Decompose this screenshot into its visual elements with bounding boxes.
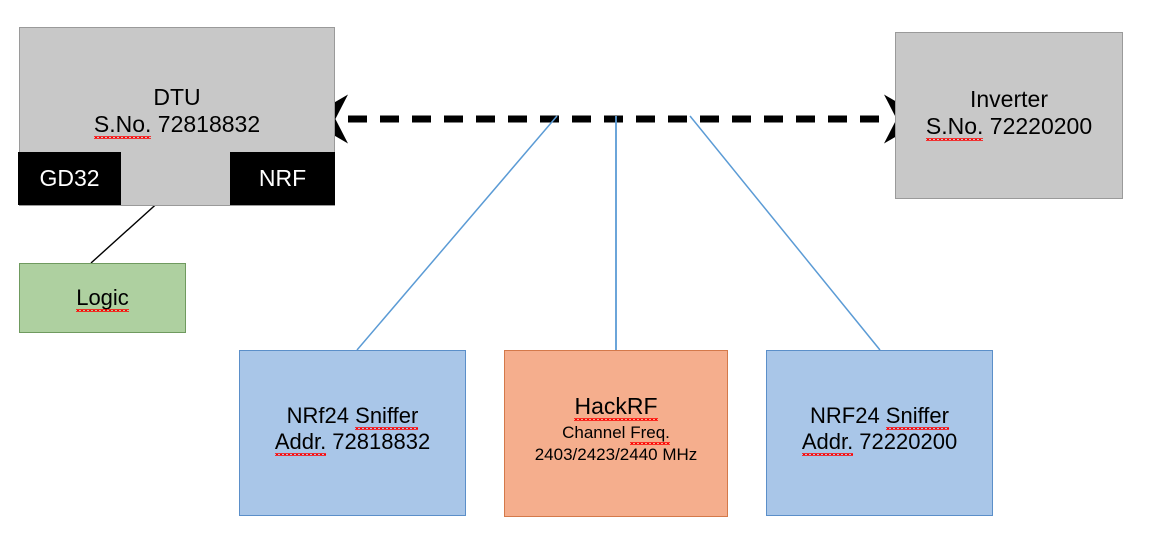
node-inverter[interactable]: Inverter S.No. 72220200 <box>895 32 1123 199</box>
sniffer-left-title: NRf24 Sniffer <box>286 403 419 430</box>
sniffer-right-addr-value: 72220200 <box>853 428 958 454</box>
hackrf-freq-word: Freq. <box>630 423 670 445</box>
connector-tap-sniffer-left <box>356 115 558 351</box>
sniffer-left-model: NRf24 <box>286 403 356 428</box>
sniffer-right-addr-label: Addr. <box>801 428 854 456</box>
sniffer-right-title: NRF24 Sniffer <box>810 403 950 430</box>
sniffer-left-addr-label: Addr. <box>274 428 327 456</box>
hackrf-frequencies: 2403/2423/2440 MHz <box>534 444 698 464</box>
node-logic-analyzer[interactable]: Logic <box>19 263 186 333</box>
node-sniffer-right[interactable]: NRF24 Sniffer Addr. 72220200 <box>766 350 993 516</box>
sniffer-left-addr-value: 72818832 <box>326 428 431 454</box>
inverter-serial: S.No. 72220200 <box>925 113 1093 142</box>
hackrf-title-text: HackRF <box>574 393 658 422</box>
dtu-serial: S.No. 72818832 <box>93 111 261 140</box>
sniffer-right-role: Sniffer <box>885 403 950 430</box>
dtu-serial-value: 72818832 <box>151 111 261 138</box>
inverter-title: Inverter <box>970 86 1048 112</box>
node-gd32[interactable]: GD32 <box>18 152 121 205</box>
hackrf-channel-word: Channel <box>562 423 631 443</box>
sniffer-right-addr: Addr. 72220200 <box>801 428 958 456</box>
nrf-label: NRF <box>258 165 307 191</box>
hackrf-title: HackRF <box>574 393 658 422</box>
sniffer-left-addr: Addr. 72818832 <box>274 428 431 456</box>
dtu-serial-label: S.No. <box>93 111 152 140</box>
inverter-serial-label: S.No. <box>925 113 984 142</box>
node-nrf[interactable]: NRF <box>230 152 335 205</box>
logic-label: Logic <box>76 285 129 312</box>
sniffer-left-role: Sniffer <box>355 403 419 430</box>
inverter-serial-value: 72220200 <box>983 113 1093 140</box>
sniffer-right-model: NRF24 <box>810 403 886 428</box>
node-sniffer-left[interactable]: NRf24 Sniffer Addr. 72818832 <box>239 350 466 516</box>
gd32-label: GD32 <box>39 165 100 191</box>
connector-tap-sniffer-right <box>689 115 881 351</box>
dtu-title: DTU <box>153 84 201 110</box>
hackrf-channel-label: Channel Freq. <box>562 422 670 445</box>
node-hackrf[interactable]: HackRF Channel Freq. 2403/2423/2440 MHz <box>504 350 728 517</box>
